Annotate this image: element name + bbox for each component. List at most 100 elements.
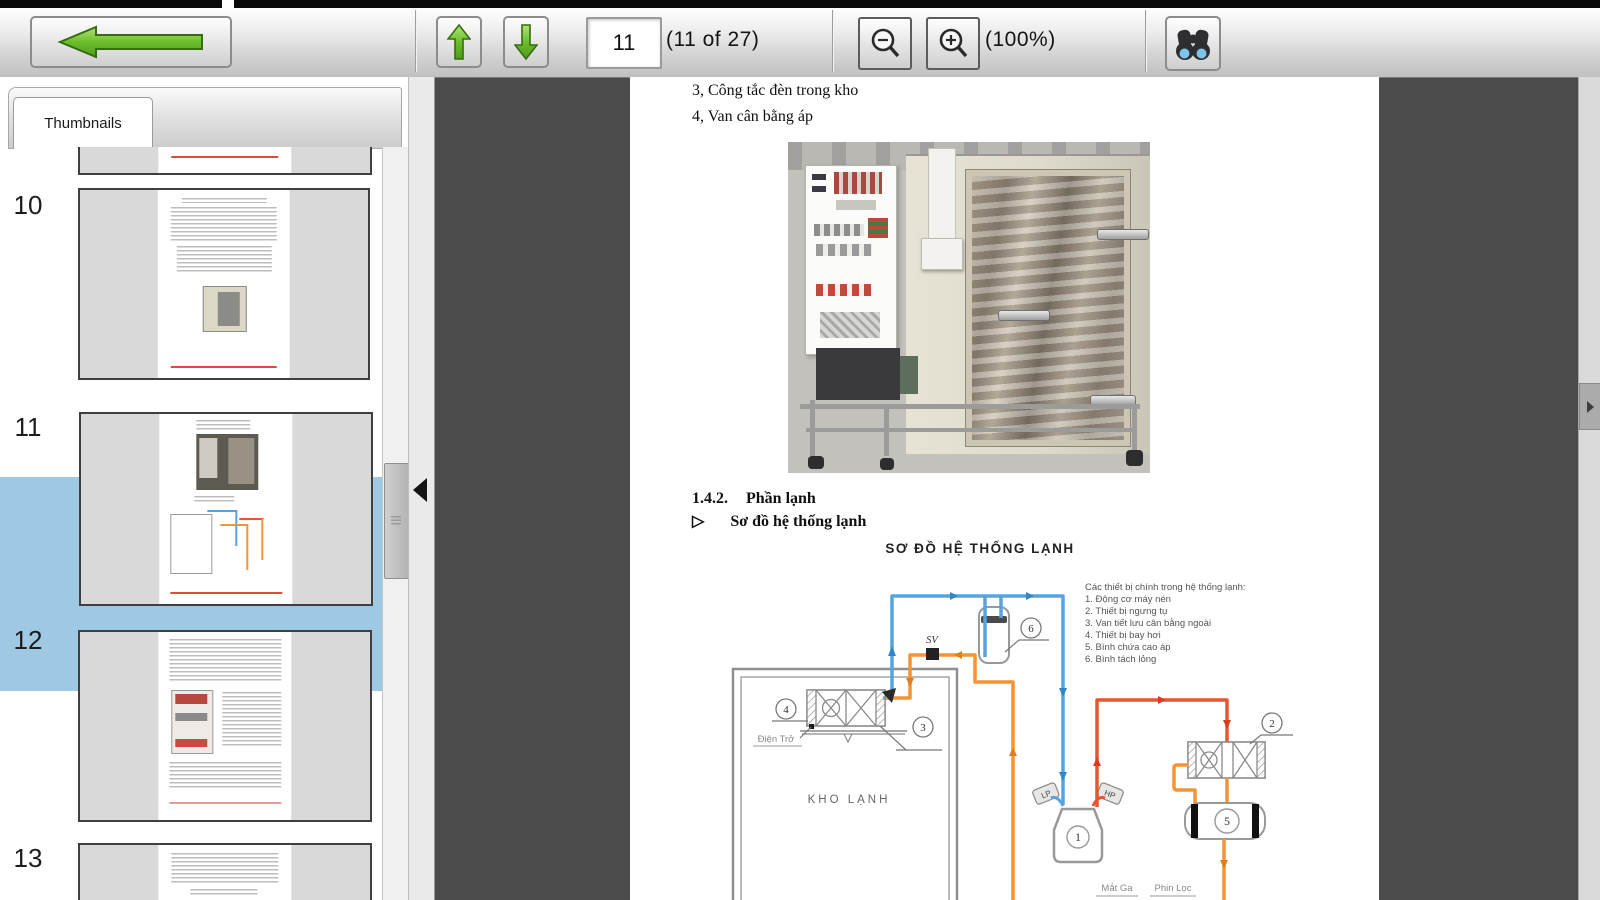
condensing-unit — [816, 348, 900, 400]
svg-text:1. Động cơ máy nén: 1. Động cơ máy nén — [1085, 594, 1171, 605]
scrollbar-grip — [391, 516, 401, 525]
receiver-flow-arrow — [1220, 860, 1228, 869]
thumbnail-page-9-partial[interactable] — [78, 147, 372, 175]
tab-thumbnails-label: Thumbnails — [44, 115, 122, 132]
svg-text:1: 1 — [1075, 830, 1081, 844]
thumbnail-preview — [157, 190, 291, 378]
svg-text:6: 6 — [1028, 623, 1034, 635]
svg-text:2. Thiết bị ngưng tụ: 2. Thiết bị ngưng tụ — [1085, 606, 1167, 617]
section-title: Phần lạnh — [746, 490, 816, 507]
section-heading: 1.4.2. Phần lạnh — [692, 490, 816, 508]
thumbnail-page-number: 13 — [13, 843, 43, 873]
back-button[interactable] — [30, 16, 232, 68]
thumbnail-page-10[interactable] — [78, 188, 370, 380]
diagram-legend: Các thiết bị chính trong hệ thống lạnh: … — [1085, 582, 1246, 665]
arrow-bullet-icon: ▷ — [692, 513, 705, 530]
down-arrow-icon — [514, 24, 538, 61]
next-page-button[interactable] — [503, 16, 549, 68]
bottom-component-labels: Mắt Ga Phin Lọc — [1096, 883, 1196, 897]
sidebar-splitter[interactable] — [408, 77, 435, 900]
svg-text:5: 5 — [1224, 814, 1230, 828]
toolbar-separator — [415, 10, 416, 72]
hp-connector — [1091, 795, 1106, 807]
lp-connector — [1050, 795, 1065, 807]
thumbnail-page-13[interactable] — [78, 843, 372, 900]
toolbar: (11 of 27) (100%) — [0, 8, 1600, 78]
right-arrow-icon — [1587, 400, 1594, 413]
magnifier-minus-icon — [871, 28, 900, 57]
svg-text:3: 3 — [920, 722, 926, 734]
thumbnail-preview — [158, 632, 292, 820]
svg-text:4: 4 — [783, 704, 789, 716]
cold-room-label: KHO LẠNH — [808, 794, 891, 806]
up-arrow-icon — [447, 23, 471, 60]
evaporator — [800, 689, 907, 744]
page-count-label: (11 of 27) — [666, 28, 760, 51]
top-strip-notch — [222, 0, 234, 8]
right-panel-expand-handle[interactable] — [1579, 383, 1600, 430]
document-page[interactable]: 3, Công tắc đèn trong kho 4, Van cân bằn… — [630, 77, 1379, 900]
toolbar-separator — [832, 10, 833, 72]
zoom-in-button[interactable] — [926, 17, 980, 70]
refrigeration-diagram: KHO LẠNH 4 Điện Trở — [731, 582, 1293, 900]
condensate-line — [1172, 763, 1229, 803]
sidebar-tab-bar: Thumbnails — [8, 87, 402, 149]
liquid-flow-arrows — [906, 651, 1017, 756]
suction-accumulator: 6 — [978, 606, 1049, 664]
section-number: 1.4.2. — [692, 490, 728, 507]
heater-label: Điện Trở — [758, 734, 795, 745]
thumbnail-page-number: 11 — [14, 412, 42, 442]
zoom-out-button[interactable] — [858, 17, 912, 70]
right-panel-strip[interactable] — [1578, 77, 1600, 900]
label-expansion-valve: 3 — [879, 716, 942, 751]
thumbnail-page-number: 12 — [13, 625, 43, 655]
thumbnail-page-11-selected[interactable] — [79, 412, 373, 606]
equipment-photo — [788, 142, 1150, 473]
thumbnail-page-number: 10 — [13, 190, 43, 220]
evaporator-inlet-arrow — [882, 688, 896, 703]
back-arrow-icon — [57, 25, 203, 59]
thumbnail-preview — [159, 414, 293, 604]
binoculars-icon — [1176, 29, 1210, 60]
magnifier-plus-icon — [939, 28, 968, 57]
svg-text:LP: LP — [1040, 788, 1052, 800]
sidebar-collapse-arrow-icon[interactable] — [413, 478, 427, 502]
solenoid-valve-label: SV — [926, 635, 939, 646]
svg-text:4. Thiết bị bay hơi: 4. Thiết bị bay hơi — [1085, 630, 1161, 641]
sidebar-scrollbar-thumb[interactable] — [384, 463, 408, 579]
previous-page-button[interactable] — [436, 16, 482, 68]
liquid-receiver: 5 — [1184, 802, 1266, 840]
sidebar-scrollbar-track[interactable] — [382, 147, 408, 900]
high-pressure-gauge: HP — [1096, 782, 1124, 805]
svg-text:2: 2 — [1269, 718, 1275, 730]
junction-box — [921, 238, 963, 270]
diagram-title: SƠ ĐỒ HỆ THỐNG LẠNH — [885, 541, 1075, 556]
condenser — [1187, 741, 1266, 779]
subsection-heading: ▷ Sơ đồ hệ thống lạnh — [692, 511, 866, 531]
discharge-flow-arrows — [1093, 696, 1231, 766]
thumbnails-sidebar: Thumbnails 10 11 — [0, 77, 408, 900]
low-pressure-gauge: LP — [1032, 782, 1060, 805]
label-condenser: 2 — [1249, 712, 1293, 745]
thumbnail-page-12[interactable] — [78, 630, 372, 822]
search-button[interactable] — [1165, 16, 1221, 71]
svg-text:6. Bình tách lỏng: 6. Bình tách lỏng — [1085, 654, 1156, 665]
suction-flow-arrows — [888, 592, 1067, 781]
sight-glass-label: Mắt Ga — [1101, 883, 1133, 894]
tab-thumbnails[interactable]: Thumbnails — [13, 97, 153, 149]
page-number-input[interactable] — [586, 17, 662, 69]
zoom-level-label: (100%) — [985, 28, 1056, 51]
toolbar-separator — [1145, 10, 1146, 72]
thumbnail-preview — [158, 147, 292, 173]
doc-text-line: 4, Van cân bằng áp — [692, 108, 813, 125]
svg-text:3. Van tiết lưu cân bằng ngoài: 3. Van tiết lưu cân bằng ngoài — [1085, 618, 1211, 629]
compressor: 1 — [1052, 807, 1104, 864]
screen-top-strip — [0, 0, 1600, 8]
svg-text:5. Bình chứa cao áp: 5. Bình chứa cao áp — [1085, 642, 1171, 653]
subsection-title: Sơ đồ hệ thống lạnh — [730, 513, 867, 530]
control-panel-poster — [805, 165, 897, 355]
thumbnail-preview — [158, 845, 292, 900]
doc-text-line: 3, Công tắc đèn trong kho — [692, 82, 859, 99]
door-handle — [998, 310, 1050, 321]
label-evaporator: 4 Điện Trở — [753, 698, 814, 747]
